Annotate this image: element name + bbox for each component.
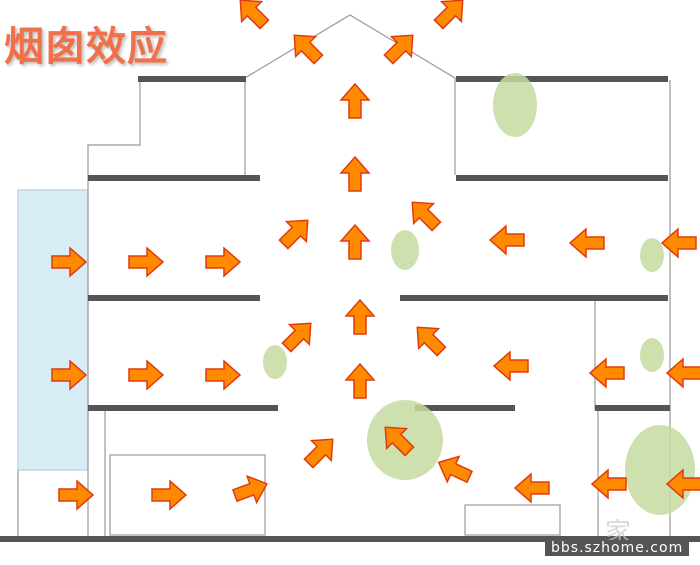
airflow-arrow-icon bbox=[383, 34, 414, 65]
plants bbox=[263, 73, 695, 515]
plant bbox=[263, 345, 287, 379]
airflow-arrow-icon bbox=[416, 326, 447, 357]
airflow-arrow-icon bbox=[151, 479, 188, 511]
airflow-arrow-icon bbox=[590, 468, 627, 500]
tree bbox=[625, 425, 695, 515]
airflow-arrow-icon bbox=[588, 357, 625, 389]
airflow-arrow-icon bbox=[278, 219, 309, 250]
airflow-arrow-icon bbox=[51, 359, 88, 391]
airflow-arrow-icon bbox=[339, 82, 371, 119]
building-structure bbox=[17, 14, 671, 540]
airflow-arrow-icon bbox=[239, 0, 270, 30]
airflow-arrow-icon bbox=[513, 472, 550, 504]
airflow-arrow-icon bbox=[205, 246, 242, 278]
plant bbox=[640, 238, 664, 272]
airflow-arrow-icon bbox=[58, 479, 95, 511]
sofa bbox=[464, 504, 561, 536]
airflow-arrow-icon bbox=[660, 227, 697, 259]
airflow-arrow-icon bbox=[568, 227, 605, 259]
airflow-arrow-icon bbox=[384, 426, 415, 457]
airflow-arrow-icon bbox=[128, 246, 165, 278]
glass-facade bbox=[17, 189, 89, 471]
airflow-arrow-icon bbox=[231, 474, 268, 505]
airflow-arrow-icon bbox=[303, 438, 334, 469]
airflow-arrow-icon bbox=[281, 322, 312, 353]
airflow-arrow-icon bbox=[344, 362, 376, 399]
airflow-arrow-icon bbox=[128, 359, 165, 391]
tree bbox=[493, 73, 537, 137]
airflow-arrow-icon bbox=[293, 34, 324, 65]
page-title: 烟囱效应 bbox=[4, 24, 168, 70]
plant bbox=[640, 338, 664, 372]
watermark-url: bbs.szhome.com bbox=[545, 540, 690, 556]
airflow-arrow-icon bbox=[205, 359, 242, 391]
airflow-arrow-icon bbox=[51, 246, 88, 278]
airflow-arrow-icon bbox=[344, 298, 376, 335]
airflow-arrow-icon bbox=[339, 223, 371, 260]
airflow-arrow-icon bbox=[665, 357, 700, 389]
plant bbox=[391, 230, 419, 270]
floor-slabs bbox=[0, 76, 700, 542]
airflow-arrows bbox=[51, 0, 700, 511]
airflow-arrow-icon bbox=[411, 201, 442, 232]
airflow-arrow-icon bbox=[437, 455, 474, 484]
airflow-arrow-icon bbox=[339, 155, 371, 192]
airflow-arrow-icon bbox=[488, 224, 525, 256]
airflow-arrow-icon bbox=[665, 468, 700, 500]
airflow-arrow-icon bbox=[492, 350, 529, 382]
airflow-arrow-icon bbox=[433, 0, 464, 30]
